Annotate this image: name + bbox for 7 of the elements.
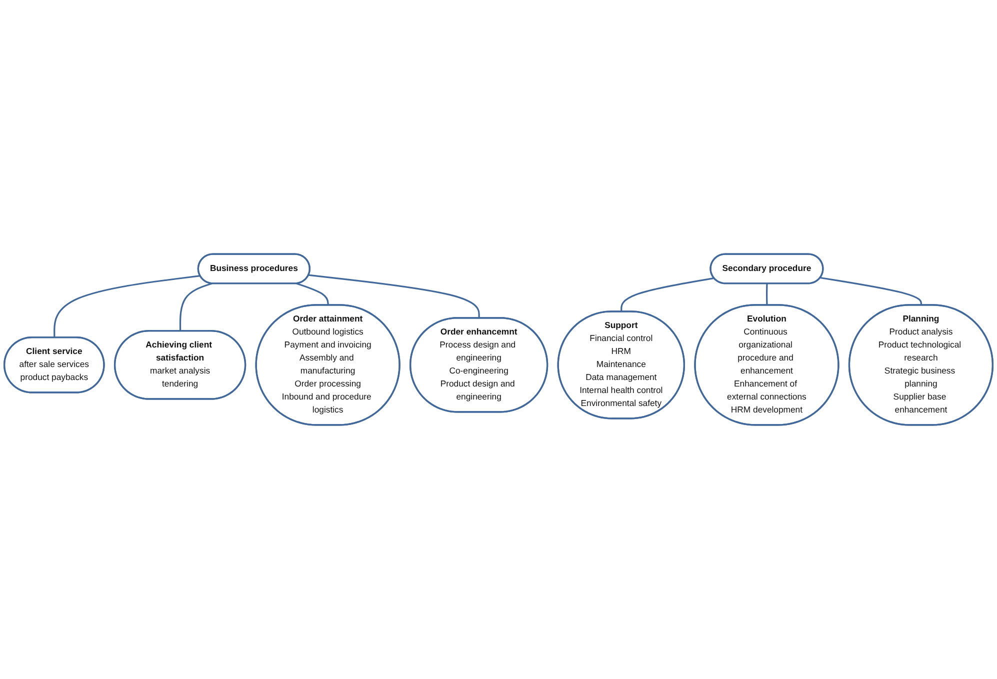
connector — [620, 277, 714, 312]
connector — [308, 274, 480, 318]
connector — [766, 284, 768, 306]
connector — [179, 282, 212, 332]
connector — [296, 282, 329, 306]
connector — [820, 276, 922, 306]
connector — [54, 275, 200, 338]
